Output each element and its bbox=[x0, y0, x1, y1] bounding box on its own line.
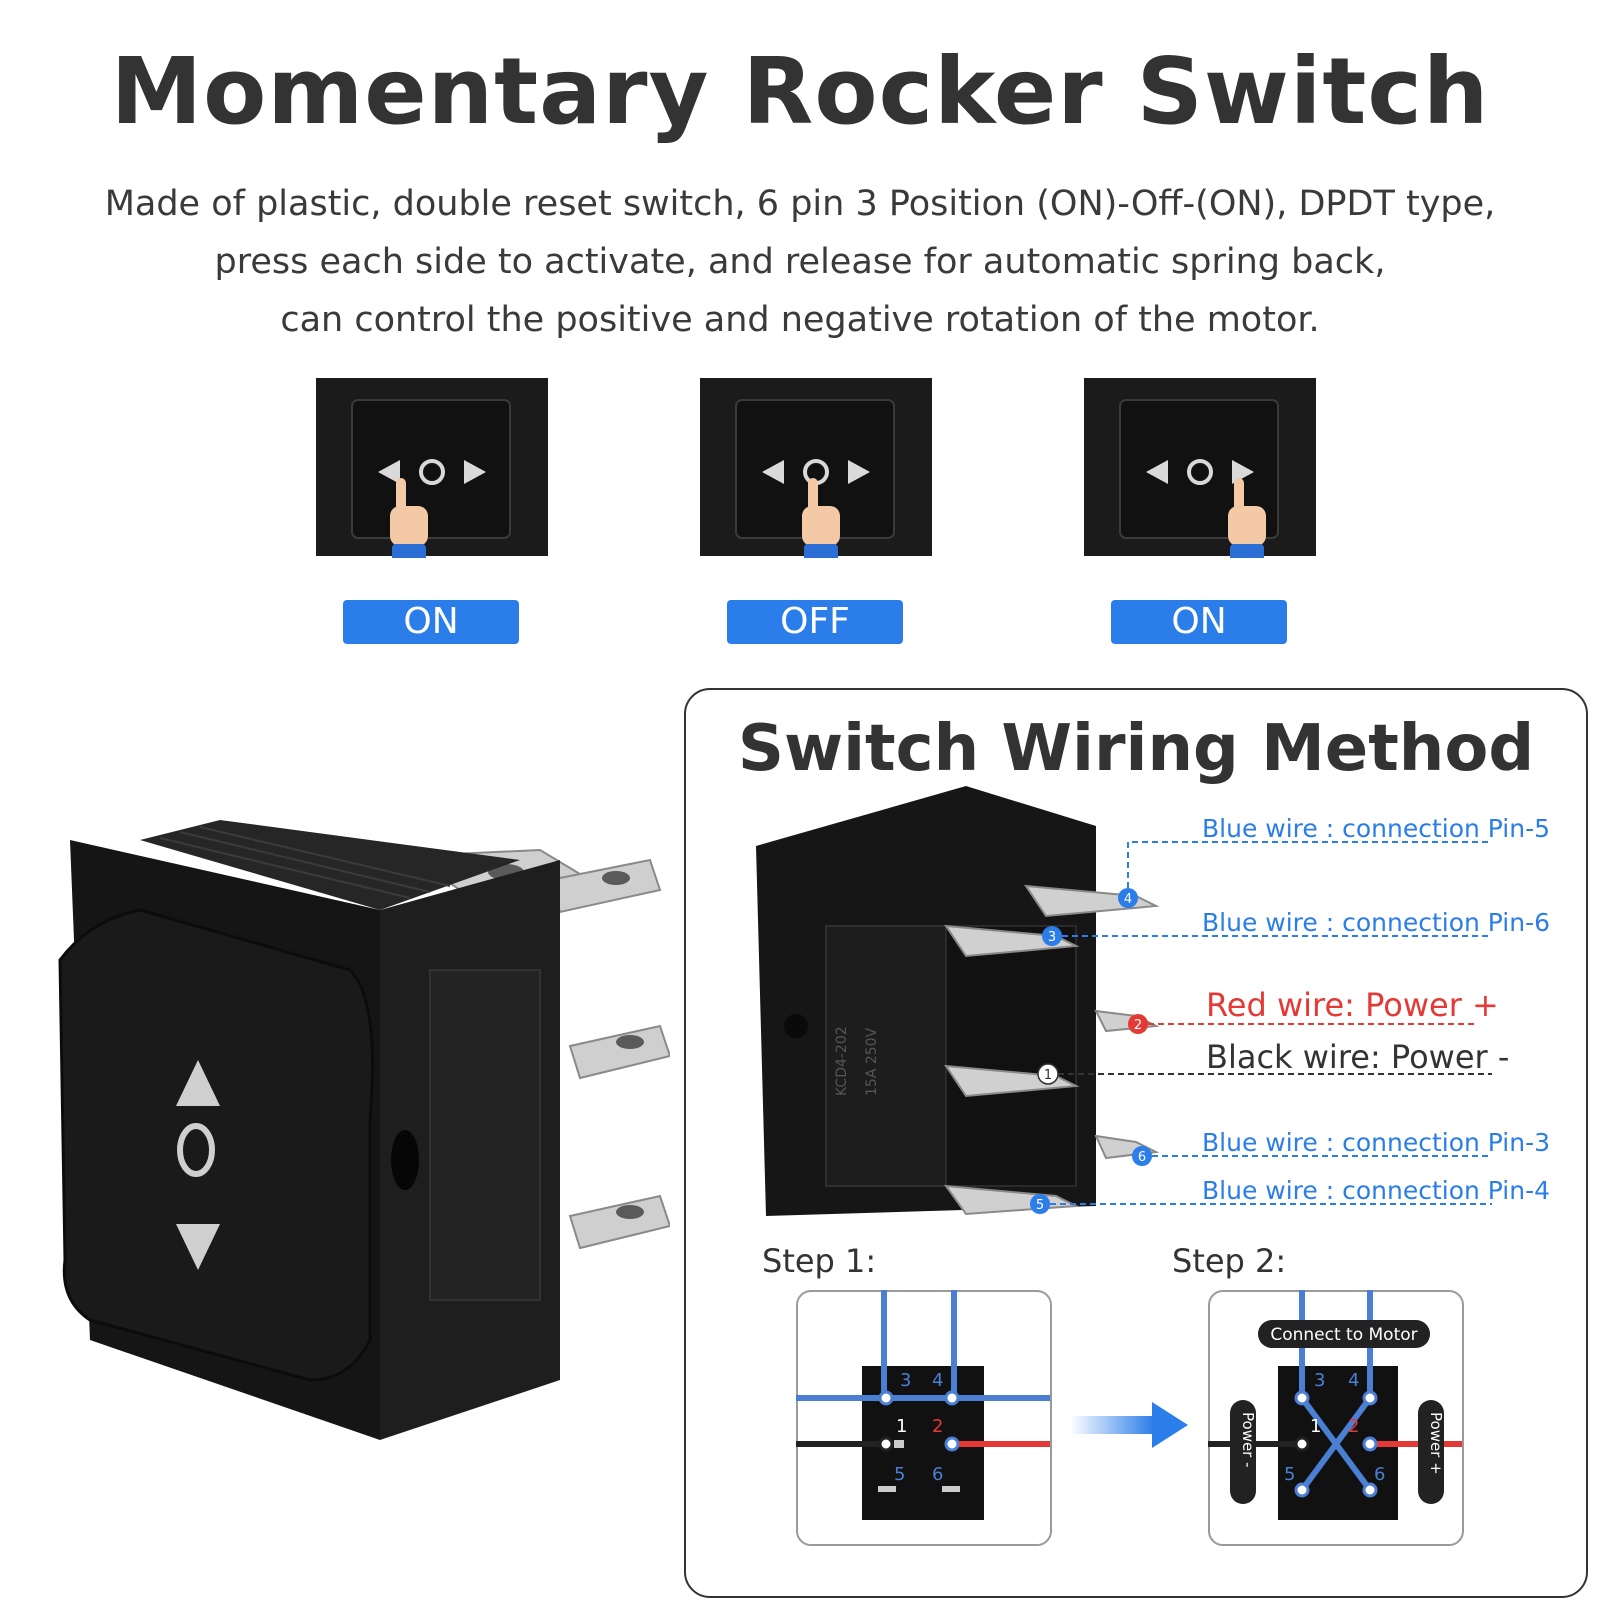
description-line-3: can control the positive and negative ro… bbox=[280, 300, 1320, 340]
step-1-label: Step 1: bbox=[762, 1242, 877, 1280]
pointing-hand-icon bbox=[1228, 478, 1266, 558]
pin-marker-5 bbox=[1030, 1194, 1050, 1214]
right-arrow-icon bbox=[1232, 460, 1254, 484]
switch-position-on-right bbox=[1084, 378, 1316, 558]
right-arrow-icon bbox=[464, 460, 486, 484]
position-badge-on-left: ON bbox=[343, 600, 519, 644]
step1-pin-4: 4 bbox=[932, 1370, 943, 1391]
off-circle-icon bbox=[177, 1123, 215, 1177]
power-plus-label: Power + bbox=[1427, 1412, 1445, 1475]
off-circle-icon bbox=[419, 459, 445, 485]
pin-marker-3 bbox=[1042, 926, 1062, 946]
up-arrow-icon bbox=[176, 1060, 220, 1106]
left-arrow-icon bbox=[762, 460, 784, 484]
label-pin-3: Blue wire : connection Pin-3 bbox=[1202, 1128, 1551, 1157]
step1-pin-6: 6 bbox=[932, 1464, 943, 1485]
step2-pin-3: 3 bbox=[1314, 1370, 1325, 1391]
description-line-1: Made of plastic, double reset switch, 6 … bbox=[104, 184, 1496, 224]
pin-marker-2 bbox=[1128, 1014, 1148, 1034]
pin-marker-1 bbox=[1037, 1063, 1059, 1085]
step2-pin-2: 2 bbox=[1348, 1416, 1359, 1437]
step1-pin-5: 5 bbox=[894, 1464, 905, 1485]
pin-marker-3-label: 3 bbox=[1048, 930, 1056, 945]
position-badge-off: OFF bbox=[727, 600, 903, 644]
wiring-title: Switch Wiring Method bbox=[737, 712, 1535, 786]
left-arrow-icon bbox=[1146, 460, 1168, 484]
pin-marker-4 bbox=[1118, 888, 1138, 908]
step-1-diagram: 3 4 1 2 5 6 bbox=[796, 1290, 1052, 1546]
connect-to-motor-label: Connect to Motor bbox=[1270, 1325, 1417, 1345]
left-arrow-icon bbox=[378, 460, 400, 484]
position-badge-on-right: ON bbox=[1111, 600, 1287, 644]
step1-pin-2: 2 bbox=[932, 1416, 943, 1437]
right-arrow-icon bbox=[848, 460, 870, 484]
pin-leader-lines: 4 3 2 1 6 5 bbox=[1030, 841, 1492, 1214]
description-line-2: press each side to activate, and release… bbox=[214, 242, 1386, 282]
pin-marker-2-label: 2 bbox=[1134, 1018, 1142, 1033]
pin-marker-4-label: 4 bbox=[1124, 892, 1132, 907]
power-minus-label: Power - bbox=[1239, 1412, 1257, 1468]
next-step-arrow-icon bbox=[1070, 1402, 1188, 1448]
step-2-diagram: Connect to Motor Power - Power + 3 4 1 2… bbox=[1208, 1290, 1464, 1546]
step1-pin-3: 3 bbox=[900, 1370, 911, 1391]
step2-pin-4: 4 bbox=[1348, 1370, 1359, 1391]
svg-text:15A 250V: 15A 250V bbox=[864, 1027, 880, 1096]
rocker-switch-product-image bbox=[58, 820, 670, 1440]
step1-pin-1: 1 bbox=[896, 1416, 907, 1437]
pointing-hand-icon bbox=[802, 478, 840, 558]
label-red-wire: Red wire: Power + bbox=[1206, 986, 1499, 1024]
pin-marker-1-label: 1 bbox=[1044, 1068, 1052, 1083]
step2-pin-5: 5 bbox=[1284, 1464, 1295, 1485]
label-pin-4: Blue wire : connection Pin-4 bbox=[1202, 1176, 1551, 1205]
step2-pin-1: 1 bbox=[1310, 1416, 1321, 1437]
pointing-hand-icon bbox=[390, 478, 428, 558]
step2-pin-6: 6 bbox=[1374, 1464, 1385, 1485]
label-pin-5: Blue wire : connection Pin-5 bbox=[1202, 814, 1551, 843]
off-circle-icon bbox=[1187, 459, 1213, 485]
pin-marker-6-label: 6 bbox=[1138, 1150, 1146, 1165]
switch-position-off bbox=[700, 378, 932, 558]
pin-marker-6 bbox=[1132, 1146, 1152, 1166]
label-black-wire: Black wire: Power - bbox=[1206, 1038, 1510, 1076]
switch-pin-diagram: KCD4-202 15A 250V bbox=[756, 786, 1160, 1216]
wiring-method-panel: Switch Wiring Method KCD4-202 15A 250V bbox=[684, 688, 1588, 1598]
pin-marker-5-label: 5 bbox=[1036, 1198, 1044, 1213]
page-title: Momentary Rocker Switch bbox=[110, 38, 1490, 145]
label-pin-6: Blue wire : connection Pin-6 bbox=[1202, 908, 1551, 937]
down-arrow-icon bbox=[176, 1224, 220, 1270]
switch-position-on-left bbox=[316, 378, 548, 558]
svg-text:KCD4-202: KCD4-202 bbox=[834, 1026, 850, 1096]
step-2-label: Step 2: bbox=[1172, 1242, 1287, 1280]
